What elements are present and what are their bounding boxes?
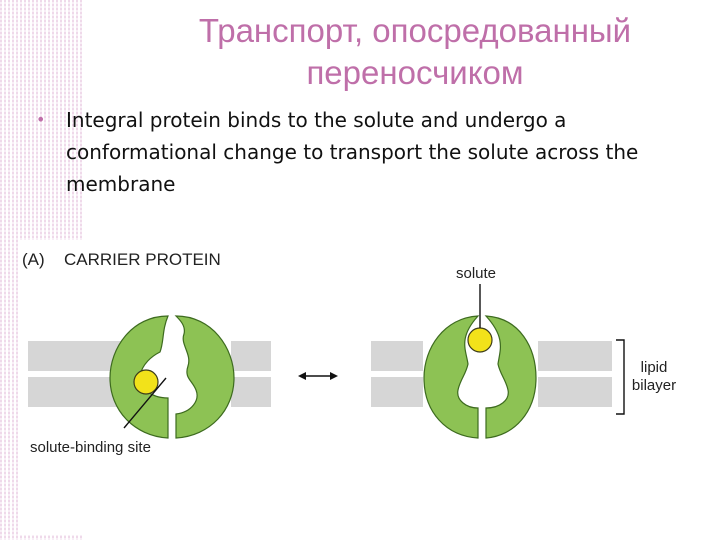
- bilayer-bracket: [616, 339, 625, 415]
- membrane-leaflet: [28, 341, 124, 371]
- carrier-protein-diagram: (A) CARRIER PROTEIN solute-binding site …: [18, 240, 698, 535]
- membrane-leaflet: [371, 377, 423, 407]
- double-arrow-icon: [298, 372, 338, 380]
- title-line-1: Транспорт, опосредованный: [198, 12, 632, 49]
- membrane-leaflet: [28, 377, 124, 407]
- membrane-leaflet: [538, 341, 612, 371]
- left-membrane: [28, 341, 271, 407]
- bullet-text: Integral protein binds to the solute and…: [66, 108, 639, 196]
- protein-left-half: [423, 315, 480, 439]
- bullet-point: • Integral protein binds to the solute a…: [36, 104, 684, 200]
- slide-title: Транспорт, опосредованный переносчиком: [120, 10, 710, 94]
- carrier-protein-outward: [109, 315, 235, 439]
- membrane-leaflet: [231, 377, 271, 407]
- membrane-leaflet: [231, 341, 271, 371]
- right-membrane: [371, 341, 612, 407]
- solute-molecule: [133, 369, 159, 395]
- title-line-2: переносчиком: [306, 54, 524, 91]
- carrier-protein-inward: [423, 284, 537, 439]
- bilayer-label-line-2: bilayer: [632, 377, 676, 394]
- diagram-heading: CARRIER PROTEIN: [64, 250, 221, 269]
- membrane-leaflet: [371, 341, 423, 371]
- binding-site-pointer: [123, 377, 167, 429]
- bullet-dot-icon: •: [36, 110, 46, 129]
- bilayer-label-line-1: lipid: [641, 359, 668, 376]
- panel-label: (A): [22, 250, 45, 269]
- solute-label: solute: [456, 265, 496, 282]
- solute-molecule: [467, 327, 493, 353]
- binding-site-label: solute-binding site: [30, 439, 151, 456]
- membrane-leaflet: [538, 377, 612, 407]
- protein-right-half: [174, 315, 235, 439]
- protein-right-half: [484, 315, 537, 439]
